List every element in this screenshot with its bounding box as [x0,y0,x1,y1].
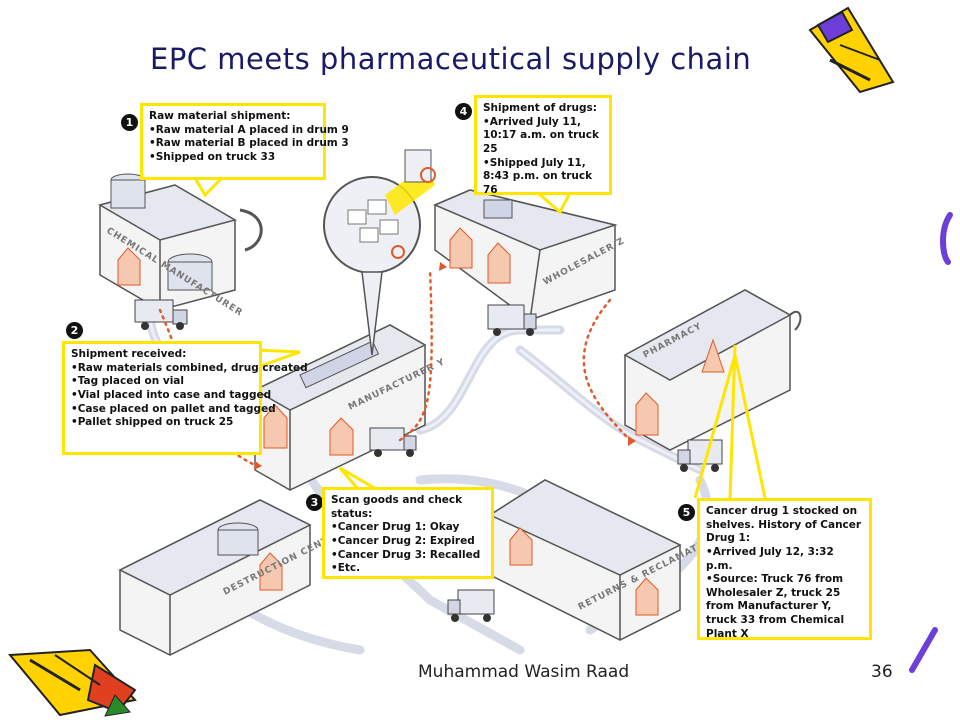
truck-76 [487,304,537,336]
callout-raw-material-shipment: Raw material shipment: Raw material A pl… [140,103,349,180]
route-arrow-3 [628,436,636,446]
callout-3-item: Cancer Drug 2: Expired [331,535,485,549]
callout-2-item: Vial placed into case and tagged [71,389,271,403]
truck-returns [447,589,495,622]
callout-2-item: Tag placed on vial [71,375,253,389]
route-arrow-1 [254,461,262,470]
callout-1-heading: Raw material shipment: [149,110,291,122]
callout-1-item: Raw material B placed in drum 3 [149,137,349,151]
callout-5-item: Source: Truck 76 from Wholesaler Z, truc… [706,573,863,641]
truck-25 [369,427,417,457]
callout-5-heading: Cancer drug 1 stocked on shelves. Histor… [706,505,862,545]
callout-1-number: 1 [121,114,138,131]
callout-4-item: Arrived July 11, 10:17 a.m. on truck 25 [483,116,603,157]
callout-4-heading: Shipment of drugs: [483,102,597,114]
purple-stroke-bottom-right [909,627,938,673]
manufacturer-building: MANUFACTURER Y [253,324,447,491]
callout-2-number: 2 [66,322,83,339]
callout-1-item: Raw material A placed in drum 9 [149,124,349,138]
callout-5-item: Arrived July 12, 3:32 p.m. [706,546,863,573]
callout-3-item: Cancer Drug 3: Recalled [331,549,485,563]
page-number: 36 [871,662,893,682]
callout-shipment-received: Shipment received: Raw materials combine… [62,341,308,455]
callout-2-heading: Shipment received: [71,348,187,360]
slide-title: EPC meets pharmaceutical supply chain [150,42,752,76]
pencil-decoration-top-right [808,6,895,94]
wholesaler-building: WHOLESALER Z [433,189,627,321]
footer-author: Muhammad Wasim Raad [418,662,630,682]
pharmacy-building: PHARMACY [623,289,802,451]
chemical-manufacturer-building: CHEMICAL MANUFACTURER [98,173,263,319]
callout-3-heading: Scan goods and check status: [331,494,463,520]
pencil-decoration-bottom-left [7,648,137,717]
callout-5-number: 5 [678,504,695,521]
callout-scan-goods: Scan goods and check status: Cancer Drug… [322,487,494,579]
shipment-route [158,268,632,467]
callout-1-item: Shipped on truck 33 [149,151,317,165]
route-arrow-2 [439,262,447,271]
callout-4-number: 4 [455,103,472,120]
callout-shipment-of-drugs: Shipment of drugs: Arrived July 11, 10:1… [474,95,612,198]
callout-2-item: Pallet shipped on truck 25 [71,416,253,430]
callout-4-item: Shipped July 11, 8:43 p.m. on truck 76 [483,157,603,198]
callout-2-item: Raw materials combined, drug created [71,362,308,376]
callout-3-number: 3 [306,494,323,511]
destruction-center-building: DESTRUCTION CENTER [118,499,344,656]
callout-3-item: Etc. [331,562,485,576]
callout-2-item: Case placed on pallet and tagged [71,403,276,417]
callout-3-item: Cancer Drug 1: Okay [331,521,485,535]
callout-pharmacy-history: Cancer drug 1 stocked on shelves. Histor… [697,498,872,640]
magnifier-detail [323,149,436,356]
purple-stroke-right [940,212,953,265]
